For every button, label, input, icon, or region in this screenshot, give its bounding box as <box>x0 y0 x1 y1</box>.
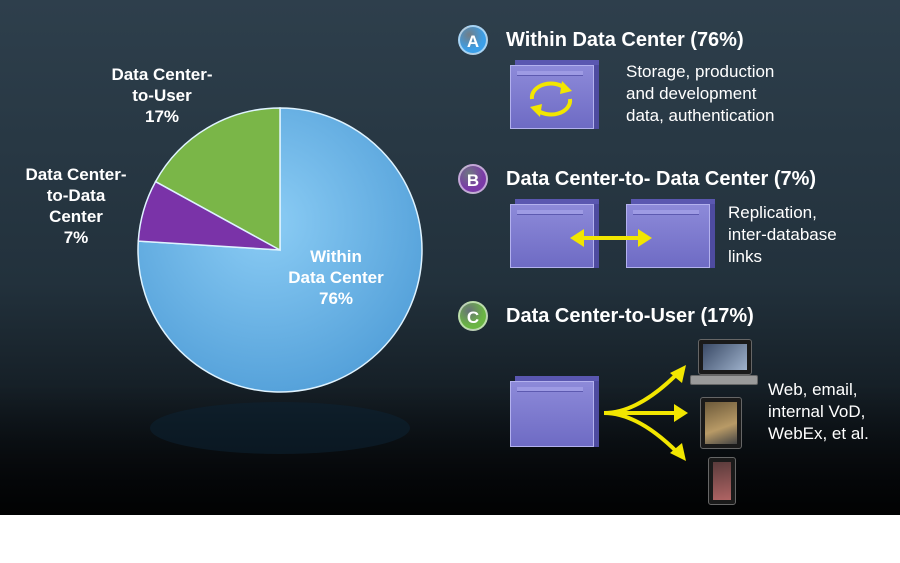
double-arrow-icon <box>570 229 652 247</box>
slice-label-dc-to-user: Data Center- to-User 17% <box>111 65 213 126</box>
slide-panel: Within Data Center 76% Data Center- to-D… <box>0 0 900 515</box>
badge-a: A <box>458 25 488 55</box>
section-c-header: C Data Center-to-User (17%) <box>458 301 898 335</box>
tablet-icon <box>700 397 742 449</box>
section-dc-to-dc: B Data Center-to- Data Center (7%) Repli… <box>458 164 898 274</box>
section-within-data-center: A Within Data Center (76%) Storage, prod… <box>458 25 898 135</box>
section-a-header: A Within Data Center (76%) <box>458 25 898 59</box>
server-icon <box>510 381 594 447</box>
refresh-arrows-icon <box>529 81 573 117</box>
section-c-title: Data Center-to-User (17%) <box>506 305 754 327</box>
phone-icon <box>708 457 736 505</box>
section-c-description: Web, email, internal VoD, WebEx, et al. <box>768 380 869 443</box>
pie-reflection <box>150 402 410 454</box>
badge-b: B <box>458 164 488 194</box>
server-icon <box>510 204 594 268</box>
section-a-description: Storage, production and development data… <box>626 62 775 125</box>
pie-chart <box>137 107 423 454</box>
section-a-title: Within Data Center (76%) <box>506 29 744 51</box>
section-dc-to-user: C Data Center-to-User (17%) Web, email, … <box>458 301 898 511</box>
section-b-header: B Data Center-to- Data Center (7%) <box>458 164 898 198</box>
pie-slice-dc-to-user <box>154 107 281 252</box>
slice-label-dc-to-dc: Data Center- to-Data Center 7% <box>25 165 127 247</box>
slice-label-within: Within Data Center 76% <box>288 247 384 308</box>
section-b-title: Data Center-to- Data Center (7%) <box>506 168 817 190</box>
laptop-base-icon <box>690 375 758 385</box>
server-icon <box>510 65 594 129</box>
laptop-icon <box>698 339 752 375</box>
fan-out-arrows-icon <box>603 365 688 461</box>
section-b-description: Replication, inter-database links <box>728 203 837 266</box>
badge-c: C <box>458 301 488 331</box>
pie-slice-within <box>137 107 423 393</box>
